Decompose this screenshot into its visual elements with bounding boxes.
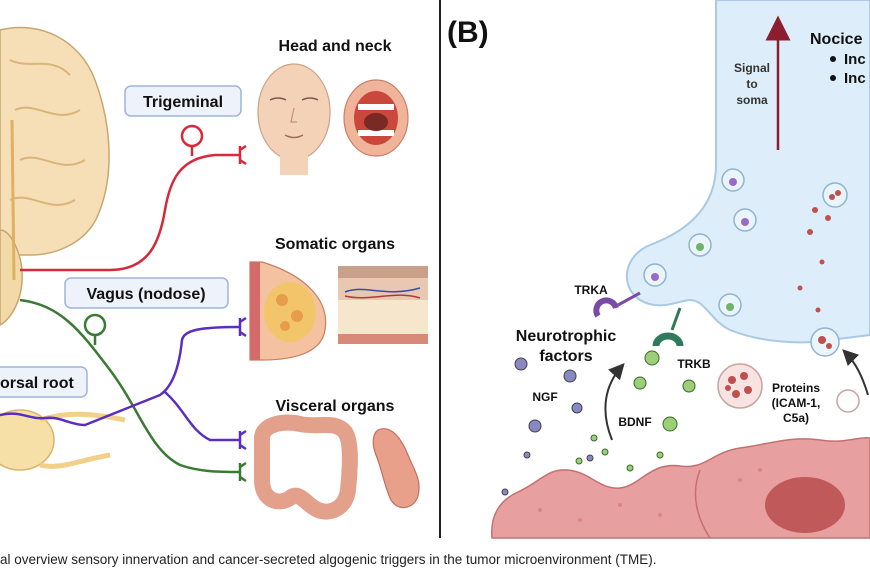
neurotrophic-label-line1: Neurotrophic — [516, 328, 617, 345]
proteins-label-line1: Proteins — [772, 381, 820, 395]
trka-stalk — [617, 291, 641, 307]
protein-vesicle-small — [836, 389, 860, 413]
vagus-label: Vagus (nodose) — [86, 286, 205, 303]
ngf-label: NGF — [532, 390, 557, 404]
trigeminal-terminal — [238, 144, 247, 166]
neurotrophic-arrow — [604, 363, 625, 441]
pancreas-illustration — [372, 428, 420, 509]
vagus-terminal — [238, 461, 247, 483]
trigeminal-label: Trigeminal — [143, 94, 223, 111]
skin-illustration — [338, 266, 428, 344]
head-neck-heading: Head and neck — [279, 38, 392, 55]
panel-b: (B) Signal to soma Nocice Inc Inc — [447, 0, 870, 539]
breast-illustration — [249, 261, 327, 361]
vesicle-contents — [651, 178, 841, 349]
protein-cluster — [725, 372, 752, 398]
visceral-organs-heading: Visceral organs — [276, 398, 395, 415]
protein-fragments — [797, 207, 831, 313]
signal-label-line2: to — [746, 77, 757, 91]
trkb-stalk — [670, 307, 682, 331]
bullet-1: Inc — [844, 51, 866, 68]
trka-receptor — [593, 297, 619, 318]
proteins-label-line2: (ICAM-1, — [772, 396, 821, 410]
trigeminal-ganglion — [180, 124, 204, 148]
neurotrophic-label-line2: factors — [539, 348, 592, 365]
somatic-organs-heading: Somatic organs — [275, 236, 395, 253]
proteins-arrow — [842, 349, 869, 396]
dorsal-root-label: orsal root — [0, 375, 74, 392]
trkb-label: TRKB — [677, 357, 711, 371]
panel-a: Trigeminal Vagus (nodose) orsal root Hea… — [0, 26, 428, 520]
nociceptor-title: Nocice — [810, 31, 863, 48]
signal-label-line3: soma — [736, 93, 768, 107]
proteins-label-line3: C5a) — [783, 411, 809, 425]
vagus-ganglion — [83, 313, 107, 337]
head-illustration — [257, 63, 331, 175]
brain-folds — [9, 59, 86, 206]
tumor-texture — [538, 468, 762, 522]
trigeminal-label-box — [124, 85, 242, 117]
dorsal-root-terminal-visceral — [238, 429, 247, 451]
protein-vesicle — [717, 363, 763, 409]
vagus-nerve — [19, 298, 241, 474]
bdnf-label: BDNF — [618, 415, 651, 429]
tumor-nucleus — [765, 477, 845, 533]
spinal-pathway — [10, 119, 16, 281]
bullet-2: Inc — [844, 70, 866, 87]
dorsal-root-nerve — [0, 325, 241, 427]
trka-label: TRKA — [574, 283, 608, 297]
mouth-illustration — [343, 79, 409, 157]
dorsal-root-ganglion — [0, 409, 55, 471]
bullet-dot-1 — [830, 56, 836, 62]
dorsal-root-branch — [164, 391, 240, 442]
dorsal-root-terminal-somatic — [238, 316, 247, 338]
dorsal-root-label-box — [0, 366, 88, 398]
tumor-cell-borders — [694, 469, 711, 539]
bullet-dot-2 — [830, 75, 836, 81]
trigeminal-nerve — [20, 153, 240, 272]
nociceptor-terminal — [625, 0, 870, 344]
colon-illustration — [254, 414, 358, 520]
figure-caption: al overview sensory innervation and canc… — [0, 552, 657, 567]
vagus-label-box — [64, 277, 229, 309]
trkb-receptor — [652, 332, 684, 347]
signal-label-line1: Signal — [734, 61, 770, 75]
panel-b-label: (B) — [447, 16, 489, 49]
